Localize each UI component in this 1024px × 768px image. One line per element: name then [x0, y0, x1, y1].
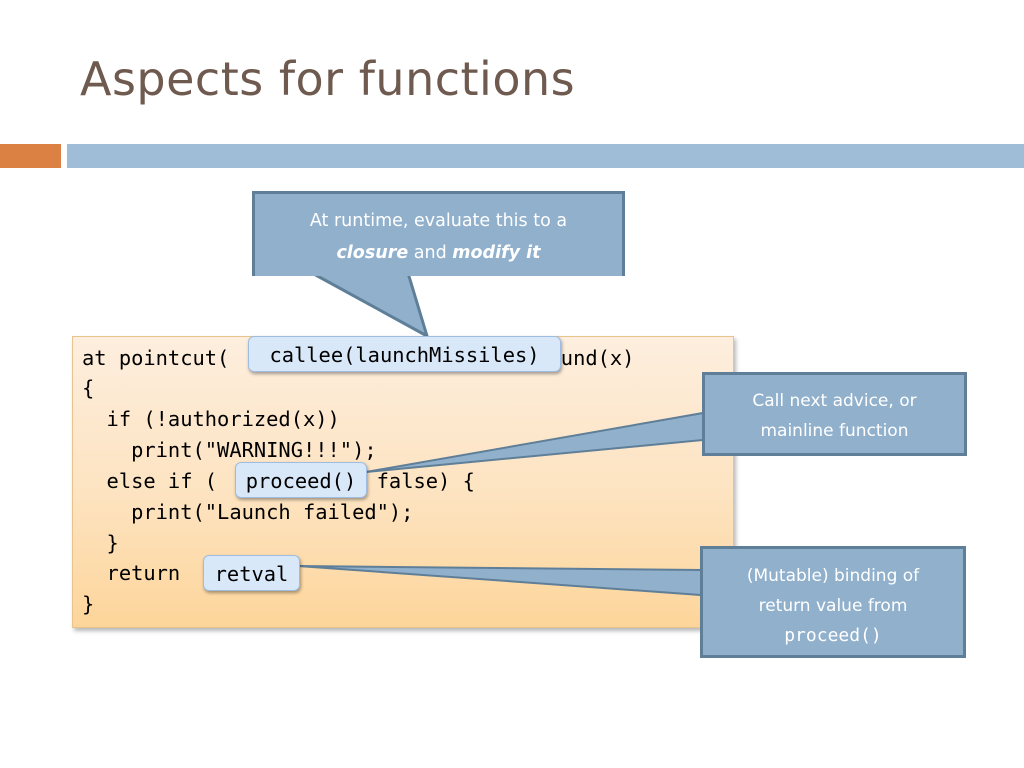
- proceed-callout-pointer: [365, 411, 704, 473]
- code-text: at pointcut(: [82, 346, 230, 370]
- retval-callout: (Mutable) binding of return value from p…: [700, 546, 966, 658]
- title-accent-blue-bar: [67, 144, 1024, 168]
- callout-emphasis: closure: [336, 243, 409, 263]
- code-line-2: {: [82, 376, 95, 400]
- title-accent-orange-bar: [0, 144, 61, 168]
- retval-callout-pointer: [297, 565, 702, 597]
- code-line-3: if (!authorized(x)): [82, 407, 340, 431]
- callout-line: (Mutable) binding of: [746, 566, 920, 586]
- code-text: else if (: [82, 469, 218, 493]
- code-line-7: }: [82, 531, 119, 555]
- callout-line: At runtime, evaluate this to a: [309, 211, 568, 231]
- callout-emphasis: modify it: [452, 243, 541, 263]
- pointcut-highlight: callee(launchMissiles): [248, 336, 561, 372]
- callout-code: proceed(): [784, 625, 882, 646]
- proceed-highlight: proceed(): [235, 462, 367, 498]
- callout-line: return value from: [758, 596, 908, 616]
- callout-text: and: [408, 243, 453, 263]
- callout-line: mainline function: [760, 421, 909, 441]
- code-line-9: }: [82, 592, 95, 616]
- callout-line: closure and modify it: [255, 237, 622, 269]
- code-text: return: [82, 561, 193, 585]
- pointcut-callout: At runtime, evaluate this to a closure a…: [252, 191, 625, 276]
- code-line-6: print("Launch failed");: [82, 500, 414, 524]
- slide-title: Aspects for functions: [80, 52, 576, 106]
- retval-highlight: retval: [203, 555, 300, 591]
- proceed-callout: Call next advice, or mainline function: [702, 372, 967, 456]
- code-line-4: print("WARNING!!!");: [82, 438, 377, 462]
- callout-line: Call next advice, or: [752, 391, 917, 411]
- pointcut-callout-pointer: [311, 271, 430, 340]
